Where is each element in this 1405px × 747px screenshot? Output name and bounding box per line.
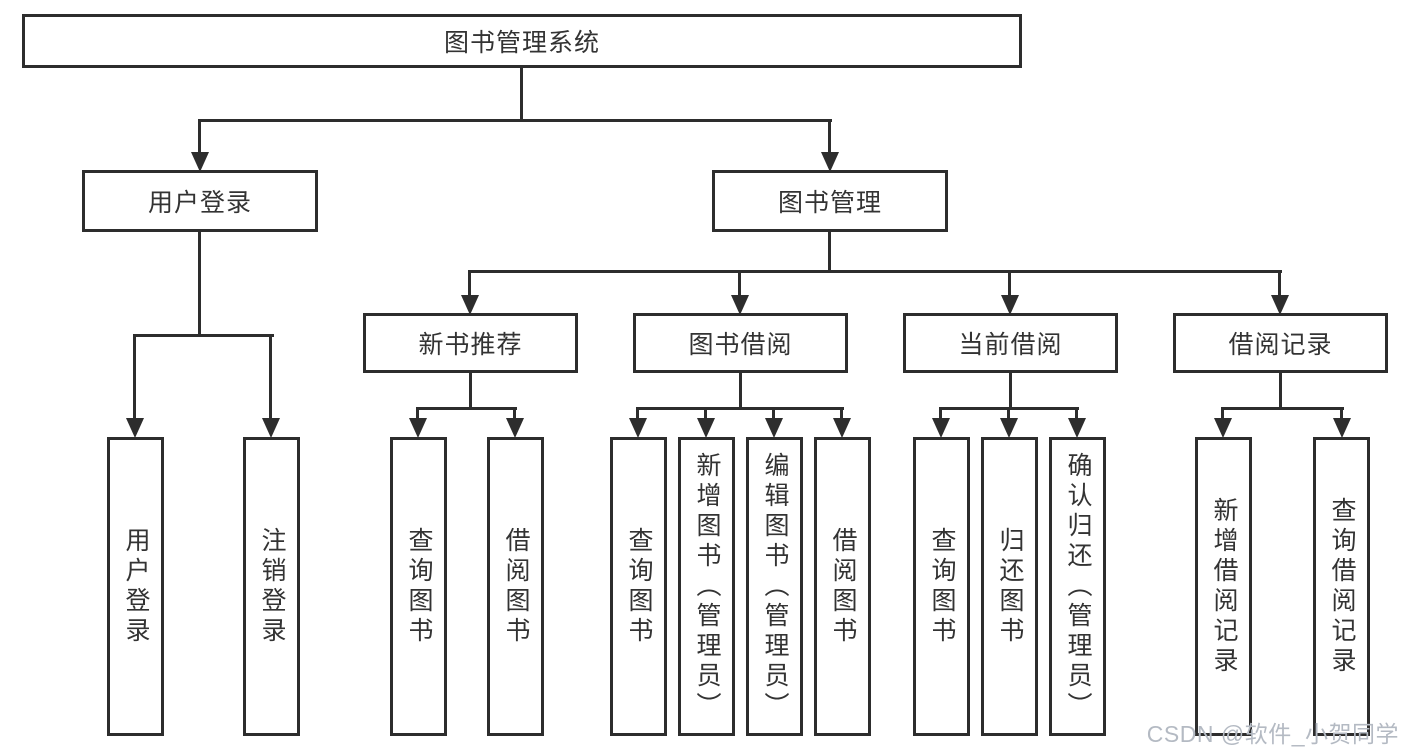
leaf-return-books: 归还图书 [981,437,1038,736]
node-new-book-recommend: 新书推荐 [363,313,578,373]
node-book-borrow-label: 图书借阅 [688,331,793,359]
arrow-down-icon [1333,407,1351,438]
leaf-edit-books-admin: 编辑图书（管理员） [746,437,803,736]
leaf-label: 注销登录 [258,526,286,647]
node-book-management-label: 图书管理 [777,189,882,217]
node-book-management: 图书管理 [712,170,948,232]
leaf-label: 查询借阅记录 [1328,496,1356,677]
connector-hline [198,119,832,122]
arrow-down-icon [765,407,783,438]
node-root-label: 图书管理系统 [443,29,600,57]
arrow-down-icon [629,407,647,438]
arrow-down-icon [461,270,479,315]
arrow-down-icon [1001,270,1019,315]
leaf-borrow-books-recommend: 借阅图书 [487,437,544,736]
leaf-query-books-current: 查询图书 [913,437,970,736]
arrow-down-icon [1214,407,1232,438]
connector-hline [469,270,1282,273]
arrow-down-icon [821,119,839,172]
connector-hline [417,407,517,410]
leaf-label: 确认归还（管理员） [1064,451,1092,722]
leaf-label: 新增图书（管理员） [693,451,721,722]
leaf-add-borrow-record: 新增借阅记录 [1195,437,1252,736]
arrow-down-icon [126,334,144,438]
leaf-user-login: 用户登录 [107,437,164,736]
node-borrow-records: 借阅记录 [1173,313,1388,373]
leaf-label: 编辑图书（管理员） [761,451,789,722]
leaf-label: 查询图书 [625,526,653,647]
arrow-down-icon [1000,407,1018,438]
leaf-label: 归还图书 [996,526,1024,647]
arrow-down-icon [506,407,524,438]
arrow-down-icon [191,119,209,172]
arrow-down-icon [932,407,950,438]
leaf-label: 借阅图书 [829,526,857,647]
leaf-logout: 注销登录 [243,437,300,736]
connector-hline [134,334,274,337]
node-root: 图书管理系统 [22,14,1022,68]
connector-vline [469,370,472,410]
leaf-label: 借阅图书 [502,526,530,647]
leaf-label: 查询图书 [405,526,433,647]
node-borrow-records-label: 借阅记录 [1228,331,1333,359]
arrow-down-icon [1271,270,1289,315]
leaf-query-borrow-record: 查询借阅记录 [1313,437,1370,736]
connector-hline [637,407,844,410]
node-new-book-recommend-label: 新书推荐 [418,331,523,359]
connector-vline [1009,370,1012,410]
leaf-confirm-return-admin: 确认归还（管理员） [1049,437,1106,736]
node-current-borrow: 当前借阅 [903,313,1118,373]
leaf-add-books-admin: 新增图书（管理员） [678,437,735,736]
connector-hline [1222,407,1344,410]
arrow-down-icon [697,407,715,438]
node-current-borrow-label: 当前借阅 [958,331,1063,359]
leaf-query-books-borrow: 查询图书 [610,437,667,736]
arrow-down-icon [731,270,749,315]
connector-vline [198,229,201,337]
arrow-down-icon [833,407,851,438]
connector-vline [739,370,742,410]
arrow-down-icon [262,334,280,438]
node-user-login: 用户登录 [82,170,318,232]
arrow-down-icon [1068,407,1086,438]
watermark: CSDN @软件_小贺同学 [1146,721,1399,747]
leaf-label: 新增借阅记录 [1210,496,1238,677]
leaf-label: 用户登录 [122,526,150,647]
leaf-query-books-recommend: 查询图书 [390,437,447,736]
connector-vline [828,229,831,273]
leaf-label: 查询图书 [928,526,956,647]
connector-vline [1279,370,1282,410]
node-user-login-label: 用户登录 [147,189,252,217]
node-book-borrow: 图书借阅 [633,313,848,373]
connector-vline [520,65,523,121]
arrow-down-icon [409,407,427,438]
leaf-borrow-books: 借阅图书 [814,437,871,736]
